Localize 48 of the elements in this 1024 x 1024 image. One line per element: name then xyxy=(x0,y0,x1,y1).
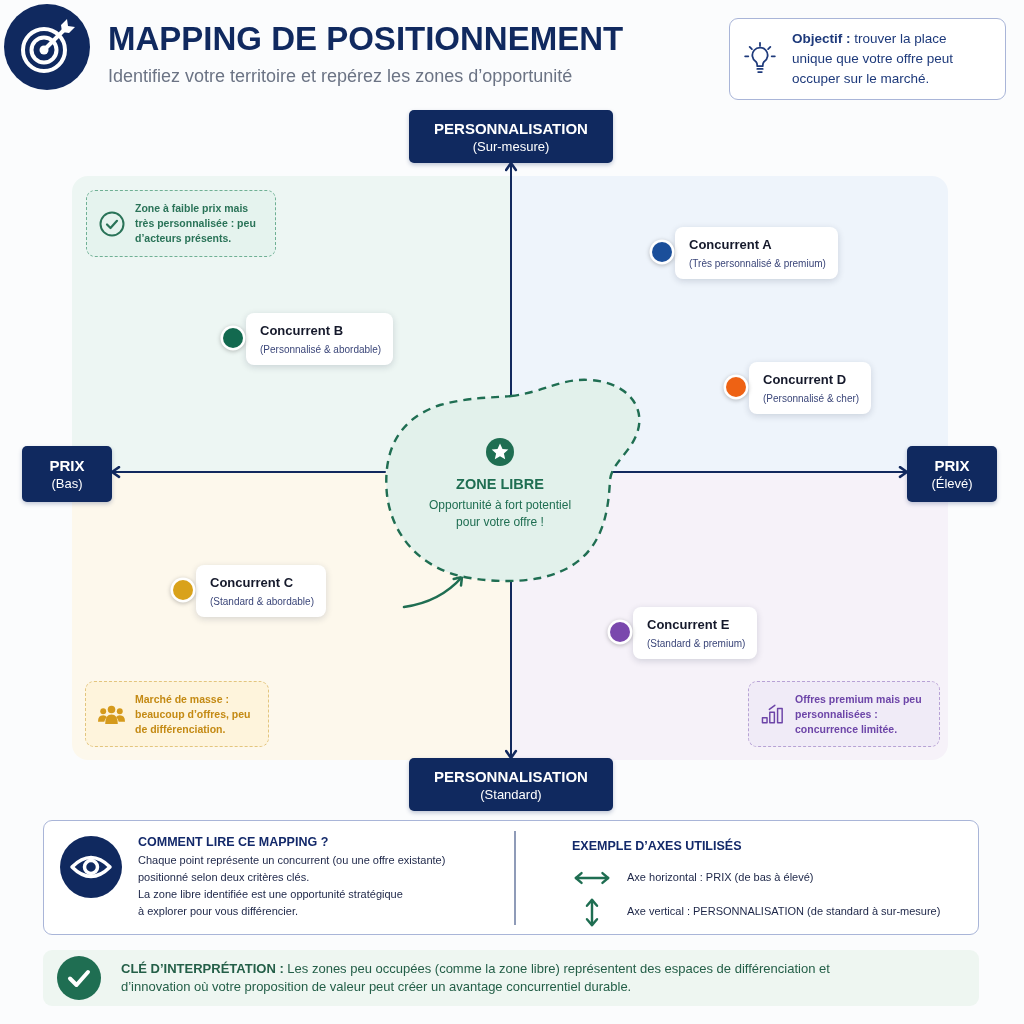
axis-subtitle: (Standard) xyxy=(480,785,542,803)
card-subtitle: (Standard & premium) xyxy=(647,637,746,650)
card-title: Concurrent A xyxy=(689,236,773,253)
axis-arrow xyxy=(610,465,909,479)
card-title: Concurrent B xyxy=(260,322,345,339)
objective-box xyxy=(729,18,1006,100)
axis-subtitle: (Élevé) xyxy=(931,475,973,492)
axis-label-box xyxy=(22,446,112,502)
axis-title: PERSONNALISATION xyxy=(434,118,588,138)
note-text: Marché de masse : beaucoup d’offres, peu de différenciation. xyxy=(135,691,252,737)
axis-arrow xyxy=(504,161,518,397)
card-title: Concurrent E xyxy=(647,616,731,633)
info-panel xyxy=(43,820,979,935)
card-title: Concurrent C xyxy=(210,574,295,591)
axis-label-box xyxy=(409,110,613,163)
subtitle: Identifiez votre territoire et repérez les zones d’opportunité xyxy=(108,65,573,87)
dashed-note-box xyxy=(86,190,276,257)
body-text: La zone libre identifiée est une opportunité stratégique à explorer pour vous différencier. xyxy=(138,887,404,919)
axis-description: Axe horizontal : PRIX (de bas à élevé) xyxy=(627,870,815,885)
axis-subtitle: (Sur-mesure) xyxy=(472,137,550,155)
section-heading: COMMENT LIRE CE MAPPING ? xyxy=(138,834,329,851)
curved-arrow xyxy=(402,575,464,609)
zone-title: ZONE LIBRE xyxy=(455,475,545,493)
axis-title: PRIX xyxy=(934,456,970,475)
card-subtitle: (Personnalisé & cher) xyxy=(763,392,860,405)
axis-title: PERSONNALISATION xyxy=(434,766,588,786)
zone-text: Opportunité à fort potentiel pour votre offre ! xyxy=(427,497,573,531)
axis-title: PRIX xyxy=(49,456,85,475)
body-text: Chaque point représente un concurrent (ou une offre existante) positionné selon deux critères clés. xyxy=(138,853,447,885)
axis-label-box xyxy=(907,446,997,502)
card-subtitle: (Très personnalisé & premium) xyxy=(689,257,826,270)
dashed-note-box xyxy=(748,681,940,747)
card-subtitle: (Standard & abordable) xyxy=(210,595,314,608)
section-heading: EXEMPLE D’AXES UTILISÉS xyxy=(572,838,742,855)
key-text: CLÉ D’INTERPRÉTATION : Les zones peu occupées (comme la zone libre) représentent des espaces de différenciation et d’innovation où votre proposition de valeur peut créer un avantage concurrentiel durable. xyxy=(121,960,831,996)
dashed-note-box xyxy=(85,681,269,747)
note-text: Zone à faible prix mais très personnalisée : peu d’acteurs présents. xyxy=(135,201,257,246)
page-title: MAPPING DE POSITIONNEMENT xyxy=(108,19,624,59)
axis-arrow xyxy=(110,465,386,479)
axis-arrow xyxy=(504,580,518,760)
axis-label-box xyxy=(409,758,613,811)
axis-description: Axe vertical : PERSONNALISATION (de standard à sur-mesure) xyxy=(627,904,942,919)
card-title: Concurrent D xyxy=(763,371,848,388)
note-text: Offres premium mais peu personnalisées : concurrence limitée. xyxy=(795,691,923,737)
objective-text: Objectif : trouver la place unique que votre offre peut occuper sur le marché. xyxy=(792,30,955,88)
card-subtitle: (Personnalisé & abordable) xyxy=(260,343,382,356)
interpretation-panel xyxy=(43,950,979,1006)
axis-subtitle: (Bas) xyxy=(51,475,83,492)
